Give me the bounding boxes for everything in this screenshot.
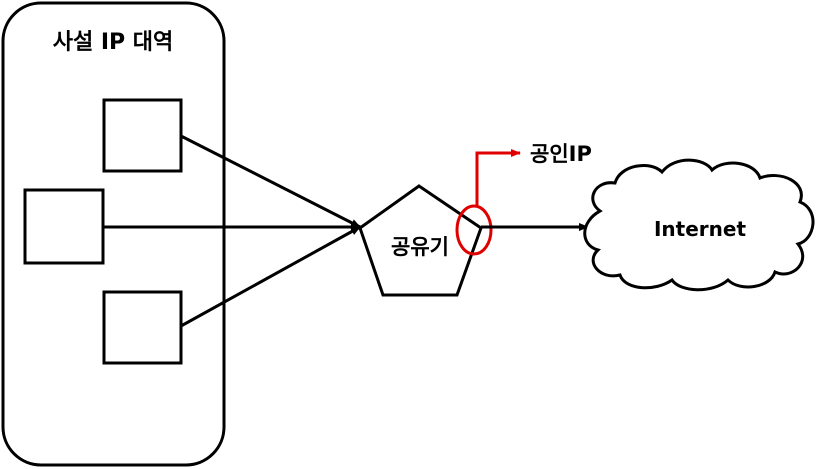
host-box-2 [23, 188, 105, 265]
public-ip-label: 공인IP [530, 142, 592, 166]
router-label: 공유기 [391, 235, 449, 259]
link-host-3 [180, 225, 361, 328]
public-ip-highlight [455, 204, 493, 256]
private-range-label: 사설 IP 대역 [53, 30, 174, 55]
public-ip-pointer [475, 149, 521, 206]
private-range-box [1, 1, 226, 467]
host-box-3 [102, 290, 183, 365]
internet-cloud [583, 158, 815, 292]
internet-label: Internet [654, 217, 746, 241]
link-host-1 [180, 134, 361, 229]
router-pentagon [358, 184, 483, 297]
host-box-1 [102, 98, 183, 173]
